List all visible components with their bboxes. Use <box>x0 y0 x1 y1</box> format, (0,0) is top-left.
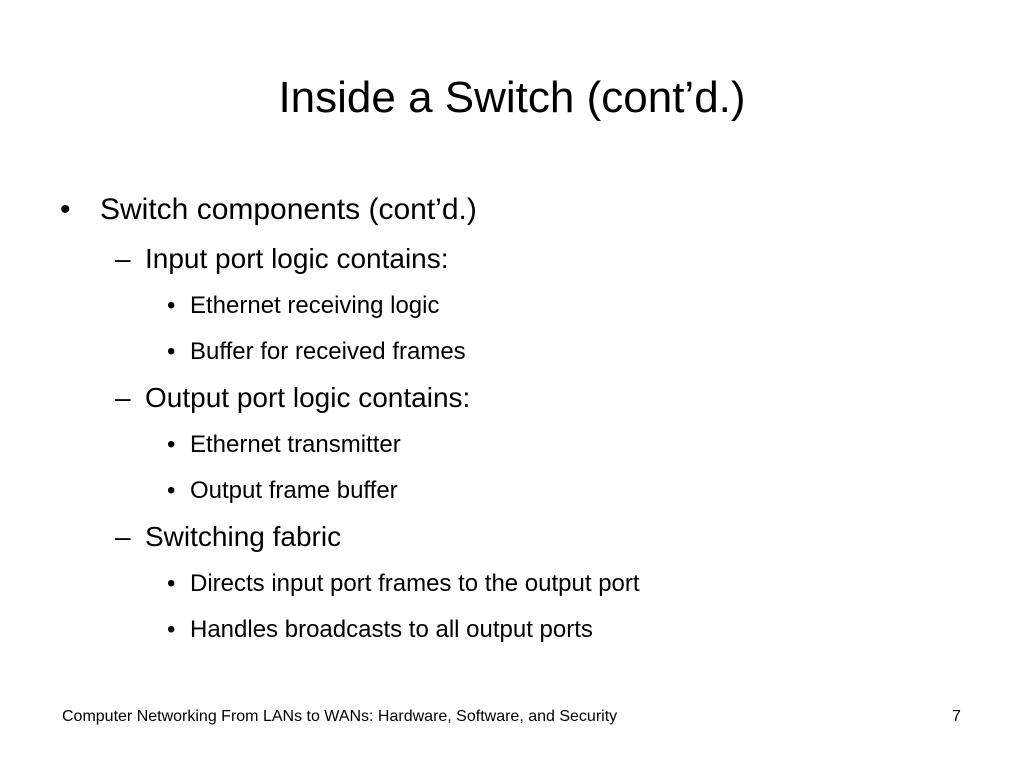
bullet-marker: • <box>167 292 176 319</box>
sub-bullet-item: – Input port logic contains: <box>115 242 449 276</box>
dash-marker: – <box>115 521 131 552</box>
sub-bullet-item: – Switching fabric <box>115 520 342 554</box>
sub-bullet-text: Input port logic contains: <box>145 243 449 274</box>
sub-bullet-item: – Output port logic contains: <box>115 381 471 415</box>
sub-bullet-text: Output port logic contains: <box>145 382 471 413</box>
bullet-marker: • <box>60 193 71 226</box>
bullet-text: Switch components (cont’d.) <box>100 193 477 226</box>
bullet-marker: • <box>167 616 176 643</box>
sub-sub-bullet-item: • Ethernet receiving logic <box>167 291 440 321</box>
sub-sub-bullet-item: • Ethernet transmitter <box>167 430 401 460</box>
sub-sub-bullet-item: • Output frame buffer <box>167 476 398 506</box>
bullet-item: • Switch components (cont’d.) <box>60 192 477 228</box>
footer-text: Computer Networking From LANs to WANs: H… <box>62 708 618 725</box>
sub-sub-bullet-text: Directs input port frames to the output … <box>190 570 640 597</box>
dash-marker: – <box>115 382 131 413</box>
sub-sub-bullet-item: • Buffer for received frames <box>167 337 466 367</box>
sub-sub-bullet-text: Handles broadcasts to all output ports <box>190 616 593 643</box>
sub-bullet-text: Switching fabric <box>145 521 342 552</box>
bullet-marker: • <box>167 338 176 365</box>
dash-marker: – <box>115 243 131 274</box>
sub-sub-bullet-text: Ethernet receiving logic <box>190 292 440 319</box>
sub-sub-bullet-item: • Directs input port frames to the outpu… <box>167 569 640 599</box>
sub-sub-bullet-text: Output frame buffer <box>190 477 398 504</box>
sub-sub-bullet-text: Buffer for received frames <box>190 338 466 365</box>
slide-title: Inside a Switch (cont’d.) <box>278 73 746 122</box>
bullet-marker: • <box>167 570 176 597</box>
bullet-marker: • <box>167 431 176 458</box>
bullet-marker: • <box>167 477 176 504</box>
sub-sub-bullet-item: • Handles broadcasts to all output ports <box>167 615 593 645</box>
page-number: 7 <box>952 708 961 725</box>
sub-sub-bullet-text: Ethernet transmitter <box>190 431 401 458</box>
